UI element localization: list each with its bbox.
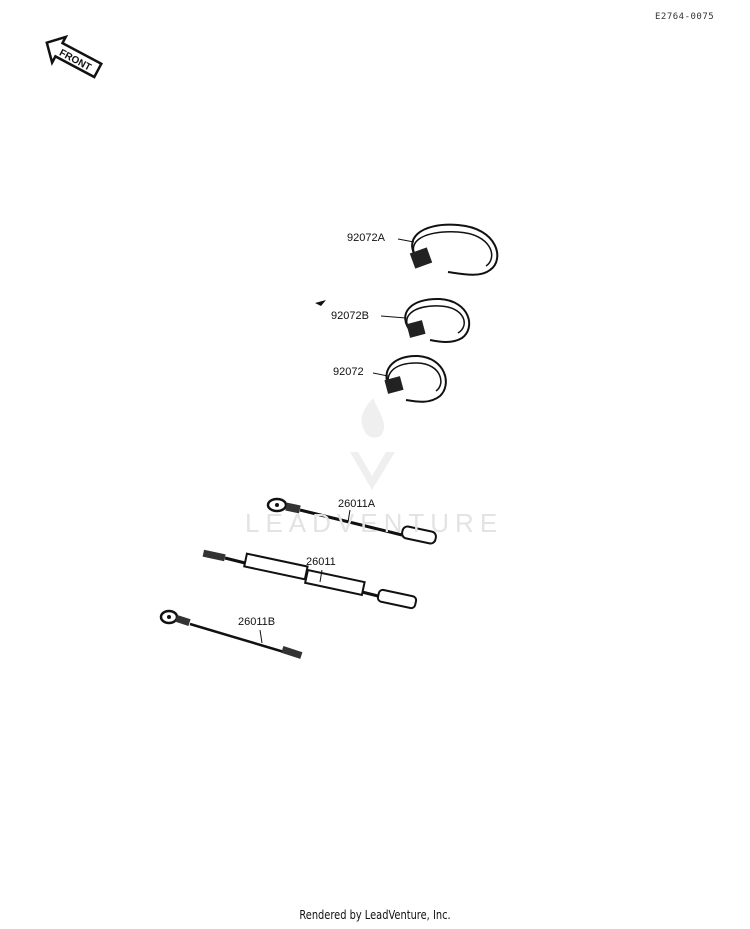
callout-92072a: 92072A	[347, 232, 385, 244]
wire-26011b	[159, 609, 303, 659]
callout-92072b: 92072B	[331, 310, 369, 322]
watermark-text: LEADVENTURE	[245, 508, 504, 538]
clamp-92072b	[315, 297, 471, 343]
watermark-logo	[350, 398, 395, 490]
wire-26011a	[266, 497, 437, 545]
clamp-92072a	[397, 223, 499, 276]
wire-26011	[202, 549, 418, 610]
callout-92072: 92072	[333, 366, 364, 378]
clamp-92072	[372, 354, 447, 403]
callout-26011: 26011	[306, 556, 336, 568]
page-code: E2764-0075	[655, 12, 715, 22]
callout-26011b: 26011B	[238, 616, 276, 628]
callout-26011a: 26011A	[338, 498, 376, 510]
footer-credit: Rendered by LeadVenture, Inc.	[299, 908, 451, 922]
front-arrow-icon: FRONT	[45, 34, 103, 79]
